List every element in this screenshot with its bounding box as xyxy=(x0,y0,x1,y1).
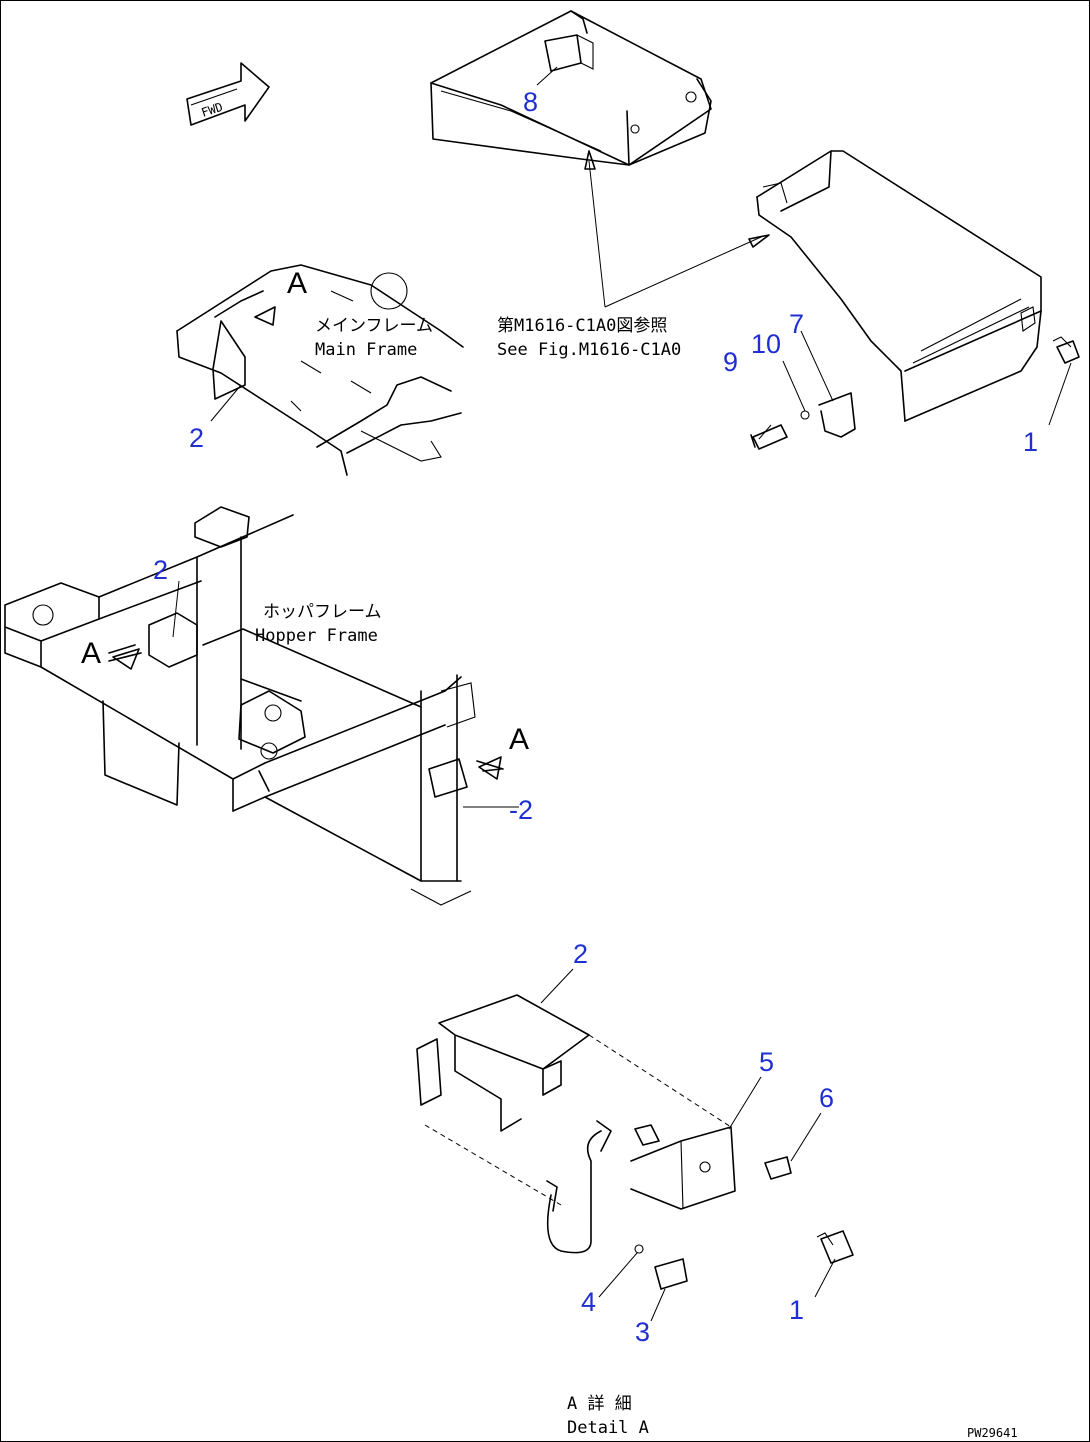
washer-4-icon xyxy=(634,1244,644,1254)
bracket-7-drawing xyxy=(818,392,856,438)
callout-8: 8 xyxy=(523,87,538,117)
see-fig-label-jp: 第M1616-C1A0図参照 xyxy=(497,316,667,336)
callout-10: 10 xyxy=(751,329,781,359)
view-letter-a-right: A xyxy=(509,723,529,756)
callout-4: 4 xyxy=(581,1287,596,1317)
reference-arrows xyxy=(584,150,770,308)
callout-1-top: 1 xyxy=(1023,427,1038,457)
bolt-6-icon xyxy=(764,1156,792,1180)
main-frame-label-en: Main Frame xyxy=(315,340,417,360)
callout-9: 9 xyxy=(723,347,738,377)
detail-a-bracket-drawing xyxy=(416,994,736,1254)
callout-2-main: 2 xyxy=(189,423,204,453)
see-fig-label-en: See Fig.M1616-C1A0 xyxy=(497,340,681,360)
callout-2-hopper-left: 2 xyxy=(153,555,168,585)
callout-2-detail: 2 xyxy=(573,939,588,969)
side-cover-drawing xyxy=(756,150,1042,422)
callout-7: 7 xyxy=(789,309,804,339)
view-letter-a-left: A xyxy=(81,637,101,670)
hopper-frame-label-jp: ホッパフレーム xyxy=(263,602,382,622)
hopper-frame-label-en: Hopper Frame xyxy=(255,626,378,646)
view-arrow-a-left xyxy=(112,648,140,670)
hopper-frame-drawing xyxy=(4,506,504,906)
main-frame-drawing xyxy=(176,264,464,476)
detail-a-label-en: Detail A xyxy=(567,1418,649,1438)
detail-a-label-jp: A 詳 細 xyxy=(567,1394,632,1414)
leader-lines xyxy=(172,66,1072,1322)
fwd-label: FWD xyxy=(200,100,225,120)
drawing-id: PW29641 xyxy=(967,1426,1018,1440)
view-arrow-a-main xyxy=(254,306,276,326)
view-arrow-a-right xyxy=(478,756,502,780)
view-letter-a-main: A xyxy=(287,267,307,300)
main-frame-label-jp: メインフレーム xyxy=(315,316,433,336)
fwd-arrow-icon xyxy=(186,62,270,126)
bolt-3-icon xyxy=(654,1258,688,1290)
callout-1-bottom: 1 xyxy=(789,1295,804,1325)
callout-2-hopper-right: -2 xyxy=(509,795,533,825)
callout-6: 6 xyxy=(819,1083,834,1113)
callout-5: 5 xyxy=(759,1047,774,1077)
bolt-1-top-icon xyxy=(1052,336,1080,364)
callout-3: 3 xyxy=(635,1317,650,1347)
washer-10-icon xyxy=(800,410,810,420)
bolt-1-bottom-icon xyxy=(816,1230,854,1264)
upper-bracket-drawing xyxy=(430,10,712,166)
bolt-9-icon xyxy=(750,424,788,450)
